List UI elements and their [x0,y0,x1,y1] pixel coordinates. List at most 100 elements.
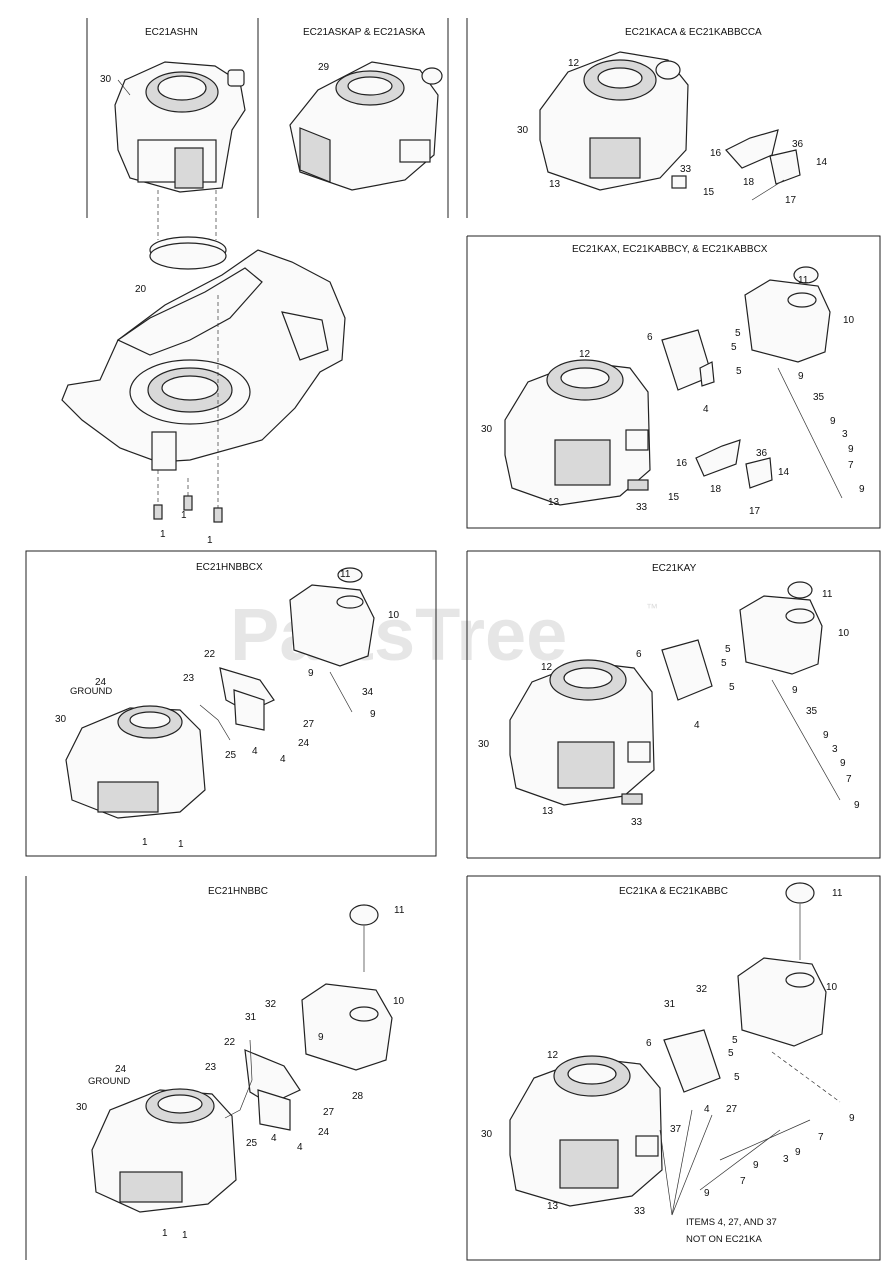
engine-illustration-askap [289,61,443,191]
callout-30: 30 [517,125,529,136]
callout-1: 1 [162,1228,168,1239]
callout-10: 10 [388,610,400,621]
callout-1: 1 [178,839,184,850]
callout-1: 1 [181,510,187,521]
callout-9: 9 [795,1147,801,1158]
callout-9: 9 [854,800,860,811]
callout-4: 4 [704,1104,710,1115]
callout-28: 28 [352,1091,364,1102]
callout-9: 9 [308,668,314,679]
tank-bracket-hnbbcx [219,667,275,731]
fuel-line [771,1051,841,1103]
engine-illustration-kay [509,659,655,806]
note-line-2: NOT ON EC21KA [686,1234,763,1245]
callout-9: 9 [753,1160,759,1171]
callout-25: 25 [246,1138,258,1149]
callout-33: 33 [634,1206,646,1217]
callout-9: 9 [830,416,836,427]
callout-1: 1 [160,529,166,540]
callout-34: 34 [362,687,374,698]
clip-33 [621,793,643,805]
callout-7: 7 [846,774,852,785]
callout-24: 24 [298,738,310,749]
callout-4: 4 [703,404,709,415]
callout-1: 1 [182,1230,188,1241]
callout-32: 32 [696,984,708,995]
callout-36: 36 [792,139,804,150]
engine-illustration-hnbbcx [65,705,206,819]
callout-7: 7 [740,1176,746,1187]
callout-9: 9 [318,1032,324,1043]
callout-20: 20 [135,284,147,295]
panel-title-ec21ashn: EC21ASHN [145,27,198,38]
ground-wire [224,1039,253,1119]
callout-5: 5 [725,644,731,655]
callout-9: 9 [704,1188,710,1199]
callout-30: 30 [481,1129,493,1140]
callout-33: 33 [680,164,692,175]
callout-9: 9 [840,758,846,769]
callout-24: 24 [318,1127,330,1138]
panel-title-ec21askap: EC21ASKAP & EC21ASKA [303,27,425,38]
callout-31: 31 [245,1012,257,1023]
callout-15: 15 [703,187,715,198]
panel-title-ec21ka: EC21KA & EC21KABBC [619,886,728,897]
callout-23: 23 [205,1062,217,1073]
callout-35: 35 [806,706,818,717]
callout-17: 17 [785,195,797,206]
note-pointer-lines [659,1109,713,1216]
panel-frames [25,18,881,1261]
callout-33: 33 [636,502,648,513]
leader-line [117,79,131,96]
callout-27: 27 [303,719,315,730]
callout-9: 9 [792,685,798,696]
callout-22: 22 [224,1037,236,1048]
engine-illustration-kaca [539,51,689,191]
callout-23: 23 [183,673,195,684]
callout-4: 4 [271,1133,277,1144]
ground-label: GROUND [88,1076,130,1087]
callout-11: 11 [822,589,833,600]
callout-35: 35 [813,392,825,403]
fuel-tank-hnbbc [301,904,393,1071]
tank-bracket-ka [663,1029,721,1093]
callout-25: 25 [225,750,237,761]
ground-label: GROUND [70,686,112,697]
callout-9: 9 [370,709,376,720]
callout-5: 5 [729,682,735,693]
deck-adapter-ring [149,236,227,270]
callout-5: 5 [735,328,741,339]
ground-wire [199,704,231,741]
fuel-tank-kay [739,581,823,675]
callout-27: 27 [323,1107,335,1118]
callout-17: 17 [749,506,761,517]
bolts-deck [153,495,223,523]
callout-4: 4 [252,746,258,757]
callout-6: 6 [636,649,642,660]
fuel-tank-hnbbcx [289,567,375,667]
callout-11: 11 [394,905,405,916]
callout-4: 4 [280,754,286,765]
tank-bracket-kax [661,329,715,391]
callout-6: 6 [647,332,653,343]
callout-6: 6 [646,1038,652,1049]
callout-12: 12 [579,349,591,360]
callout-9: 9 [798,371,804,382]
fuel-line-lower [699,1129,781,1191]
callout-30: 30 [478,739,490,750]
callout-5: 5 [721,658,727,669]
callout-12: 12 [568,58,580,69]
callout-5: 5 [732,1035,738,1046]
callout-29: 29 [318,62,330,73]
callout-30: 30 [100,74,112,85]
throttle-bracket-kaca [725,129,801,201]
callout-18: 18 [710,484,722,495]
callout-14: 14 [816,157,828,168]
callout-5: 5 [728,1048,734,1059]
callout-9: 9 [849,1113,855,1124]
callout-15: 15 [668,492,680,503]
engine-illustration-hnbbc [91,1088,237,1213]
callout-22: 22 [204,649,216,660]
callout-9: 9 [823,730,829,741]
